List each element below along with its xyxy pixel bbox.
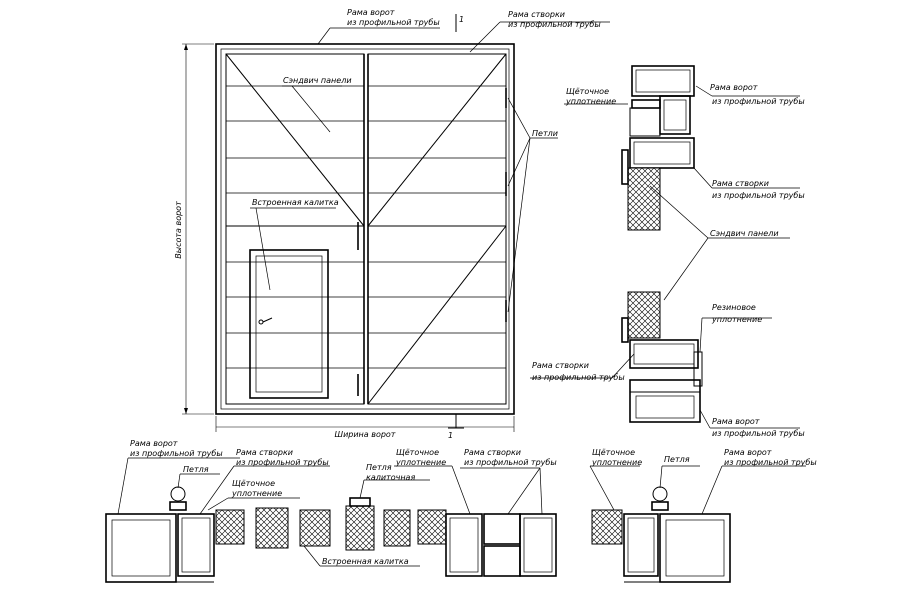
label-brush-seal-hs-left-2: уплотнение (231, 489, 282, 498)
label-brush-seal-hs-mid-2: уплотнение (395, 458, 446, 467)
gate-frame-outer (215, 43, 515, 415)
panel-lines-right (368, 85, 506, 369)
label-hinge-left: Петля (183, 465, 209, 474)
label-frame-gate-vs-bottom: Рама ворот (712, 417, 760, 426)
label-rubber-seal: Резиновое (712, 303, 756, 312)
label-brush-seal-vs-2: уплотнение (565, 97, 616, 106)
gate-elevation: Высота ворот Ширина ворот 1 1 (174, 14, 610, 440)
left-leaf (225, 53, 365, 405)
label-frame-gate-vs: Рама ворот (710, 83, 758, 92)
panel-lines-left (226, 85, 364, 369)
label-frame-leaf-vs-bottom: Рама створки (532, 361, 589, 370)
label-frame-leaf-top-2: из профильной трубы (508, 20, 601, 29)
label-frame-leaf-top: Рама створки (508, 10, 565, 19)
label-frame-gate-hs-right: Рама ворот (724, 448, 772, 457)
label-frame-leaf-vs: Рама створки (712, 179, 769, 188)
label-brush-seal-vs: Щёточное (566, 87, 609, 96)
label-hinge-right: Петля (664, 455, 690, 464)
label-frame-gate-hs-right-2: из профильной трубы (724, 458, 817, 467)
label-door-hinge: Петля (366, 463, 392, 472)
horizontal-section (105, 457, 806, 583)
label-frame-gate-hs-left: Рама ворот (130, 439, 178, 448)
built-in-door (249, 249, 329, 399)
right-leaf (367, 53, 507, 405)
section-mark-top: 1 (459, 15, 464, 24)
sandwich-panel-section-lower (627, 291, 661, 339)
label-frame-gate-vs-2: из профильной трубы (712, 97, 805, 106)
label-brush-seal-hs-right-2: уплотнение (591, 458, 642, 467)
label-frame-gate-hs-left-2: из профильной трубы (130, 449, 223, 458)
label-built-in-door-hs: Встроенная калитка (322, 557, 409, 566)
vertical-section (530, 65, 800, 429)
label-brush-seal-hs-right: Щёточное (592, 448, 635, 457)
label-door-hinge-2: калиточная (366, 473, 415, 482)
label-built-in-door: Встроенная калитка (252, 198, 339, 207)
label-frame-leaf-hs-mid-2: из профильной трубы (464, 458, 557, 467)
label-frame-gate-vs-bottom-2: из профильной трубы (712, 429, 805, 438)
label-frame-leaf-hs-left-2: из профильной трубы (236, 458, 329, 467)
label-brush-seal-hs-left: Щёточное (232, 479, 275, 488)
label-frame-gate-top: Рама ворот (347, 8, 395, 17)
label-frame-leaf-vs-bottom-2: из профильной трубы (532, 373, 625, 382)
label-sandwich-vs: Сэндвич панели (710, 229, 779, 238)
label-frame-gate-top-2: из профильной трубы (347, 18, 440, 27)
label-frame-leaf-vs-2: из профильной трубы (712, 191, 805, 200)
label-frame-leaf-hs-mid: Рама створки (464, 448, 521, 457)
section-mark-bottom: 1 (448, 431, 453, 440)
gate-height-label: Высота ворот (174, 201, 183, 259)
gate-width-label: Ширина ворот (335, 430, 396, 439)
label-hinges: Петли (532, 129, 558, 138)
label-frame-leaf-hs-left: Рама створки (236, 448, 293, 457)
label-brush-seal-hs-mid: Щёточное (396, 448, 439, 457)
sandwich-panel-section-upper (627, 167, 661, 231)
label-rubber-seal-2: уплотнение (711, 315, 762, 324)
label-sandwich-elevation: Сэндвич панели (283, 76, 352, 85)
